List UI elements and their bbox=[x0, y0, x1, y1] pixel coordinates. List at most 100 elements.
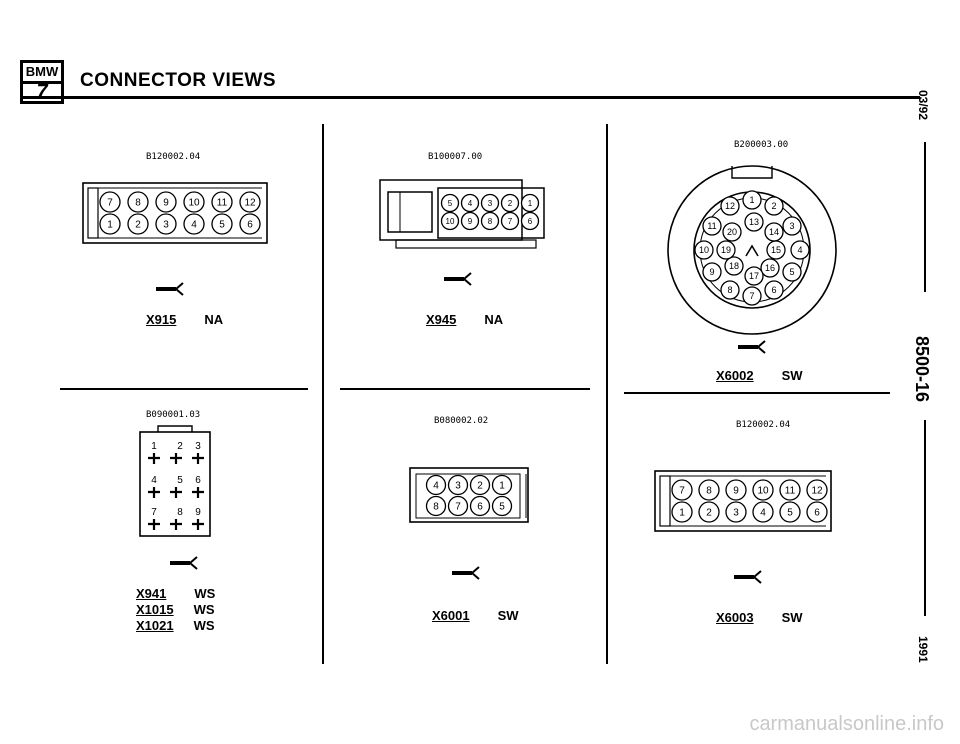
connector-pin: 3 bbox=[447, 474, 469, 496]
pin-number: 6 bbox=[528, 217, 533, 226]
connector-pin: 4 bbox=[425, 474, 447, 496]
pin-number: 17 bbox=[749, 271, 759, 281]
connector-pin: 3 bbox=[480, 193, 500, 213]
pin-number: 6 bbox=[477, 502, 483, 513]
connector-pin: 4 bbox=[148, 475, 160, 498]
wire-color: SW bbox=[781, 610, 803, 625]
connector-pin: 1 bbox=[148, 441, 160, 464]
pin-number: 19 bbox=[721, 245, 731, 255]
connector-pin: 3 bbox=[725, 501, 747, 523]
connector-pin: 6 bbox=[192, 475, 204, 498]
connector-pin: 2 bbox=[500, 193, 520, 213]
connector-pin: 1 bbox=[671, 501, 693, 523]
pin-number: 10 bbox=[446, 217, 455, 226]
connector-pin: 5 bbox=[491, 495, 513, 517]
connector-pin: 18 bbox=[724, 256, 744, 276]
pin-number: 3 bbox=[789, 221, 794, 231]
pin-number: 18 bbox=[729, 261, 739, 271]
connector-pin: 4 bbox=[752, 501, 774, 523]
connector-id: X915 bbox=[146, 312, 177, 327]
pin-number: 1 bbox=[749, 195, 754, 205]
connector-code: B120002.04 bbox=[736, 420, 791, 430]
pin-number: 6 bbox=[247, 220, 253, 231]
connector-pin: 4 bbox=[790, 240, 810, 260]
connector-pin: 7 bbox=[148, 507, 160, 530]
pin-number: 2 bbox=[508, 199, 513, 208]
connector-pin: 6 bbox=[469, 495, 491, 517]
connector-pin: 2 bbox=[469, 474, 491, 496]
pin-number: 5 bbox=[448, 199, 453, 208]
connector-pin: 14 bbox=[764, 222, 784, 242]
pin-number: 1 bbox=[107, 220, 113, 231]
pin-number: 3 bbox=[163, 220, 169, 231]
connector-pin: 1 bbox=[742, 190, 762, 210]
pin-number: 11 bbox=[707, 221, 716, 231]
connector-id: X6001 bbox=[432, 608, 470, 623]
connector-pin: 1 bbox=[99, 213, 121, 235]
pin-number: 12 bbox=[811, 486, 823, 497]
pin-number: 12 bbox=[725, 201, 735, 211]
connector-id: X6003 bbox=[716, 610, 754, 625]
plug-symbol bbox=[444, 272, 474, 291]
connector-pin: 17 bbox=[744, 266, 764, 286]
logo-brand: BMW bbox=[23, 63, 61, 84]
side-year: 1991 bbox=[916, 636, 930, 663]
connector-pin: 9 bbox=[155, 191, 177, 213]
connector-pin: 6 bbox=[764, 280, 784, 300]
connector-pin: 5 bbox=[779, 501, 801, 523]
pin-number: 6 bbox=[771, 285, 776, 295]
pin-number: 4 bbox=[468, 199, 473, 208]
bmw-7-logo: BMW 7 bbox=[20, 60, 64, 104]
connector-pin: 2 bbox=[170, 441, 183, 464]
connector-code: B100007.00 bbox=[428, 152, 483, 162]
pin-number: 13 bbox=[749, 217, 759, 227]
wire-color: SW bbox=[781, 368, 803, 383]
pin-number: 5 bbox=[787, 508, 793, 519]
connector-pin: 12 bbox=[806, 479, 828, 501]
connector-pin: 12 bbox=[720, 196, 740, 216]
pin-number: 11 bbox=[785, 486, 796, 497]
connector-pin: 6 bbox=[520, 211, 540, 231]
connector-pin: 5 bbox=[211, 213, 233, 235]
connector-pin: 5 bbox=[440, 193, 460, 213]
connector-pin: 9 bbox=[460, 211, 480, 231]
connector-pin: 10 bbox=[694, 240, 714, 260]
connector-pin: 2 bbox=[764, 196, 784, 216]
connector-pin: 2 bbox=[127, 213, 149, 235]
pin-number: 5 bbox=[219, 220, 225, 231]
connector-pin: 3 bbox=[782, 216, 802, 236]
pin-number: 9 bbox=[468, 217, 473, 226]
connector-pin: 8 bbox=[720, 280, 740, 300]
connector-pin: 15 bbox=[766, 240, 786, 260]
connector-pin: 1 bbox=[520, 193, 540, 213]
plug-symbol bbox=[170, 556, 200, 575]
pin-number: 15 bbox=[771, 245, 781, 255]
connector-pin: 16 bbox=[760, 258, 780, 278]
connector-pin: 19 bbox=[716, 240, 736, 260]
watermark: carmanualsonline.info bbox=[749, 713, 944, 735]
connector-pin: 11 bbox=[702, 216, 722, 236]
pin-number: 7 bbox=[679, 486, 685, 497]
pin-number: 1 bbox=[528, 199, 533, 208]
pin-number: 2 bbox=[135, 220, 141, 231]
pin-number: 10 bbox=[757, 486, 769, 497]
divider-horizontal-1 bbox=[60, 388, 308, 390]
pin-number: 11 bbox=[217, 198, 228, 209]
connector-pin: 7 bbox=[99, 191, 121, 213]
pin-number: 2 bbox=[771, 201, 776, 211]
divider-horizontal-3 bbox=[624, 392, 890, 394]
pin-number: 7 bbox=[455, 502, 461, 513]
wire-color: NA bbox=[204, 312, 224, 327]
pin-number: 9 bbox=[195, 507, 201, 518]
connector-code: B200003.00 bbox=[734, 140, 789, 150]
pin-number: 1 bbox=[499, 481, 505, 492]
connector-pin: 11 bbox=[211, 191, 233, 213]
pin-number: 4 bbox=[151, 475, 157, 486]
